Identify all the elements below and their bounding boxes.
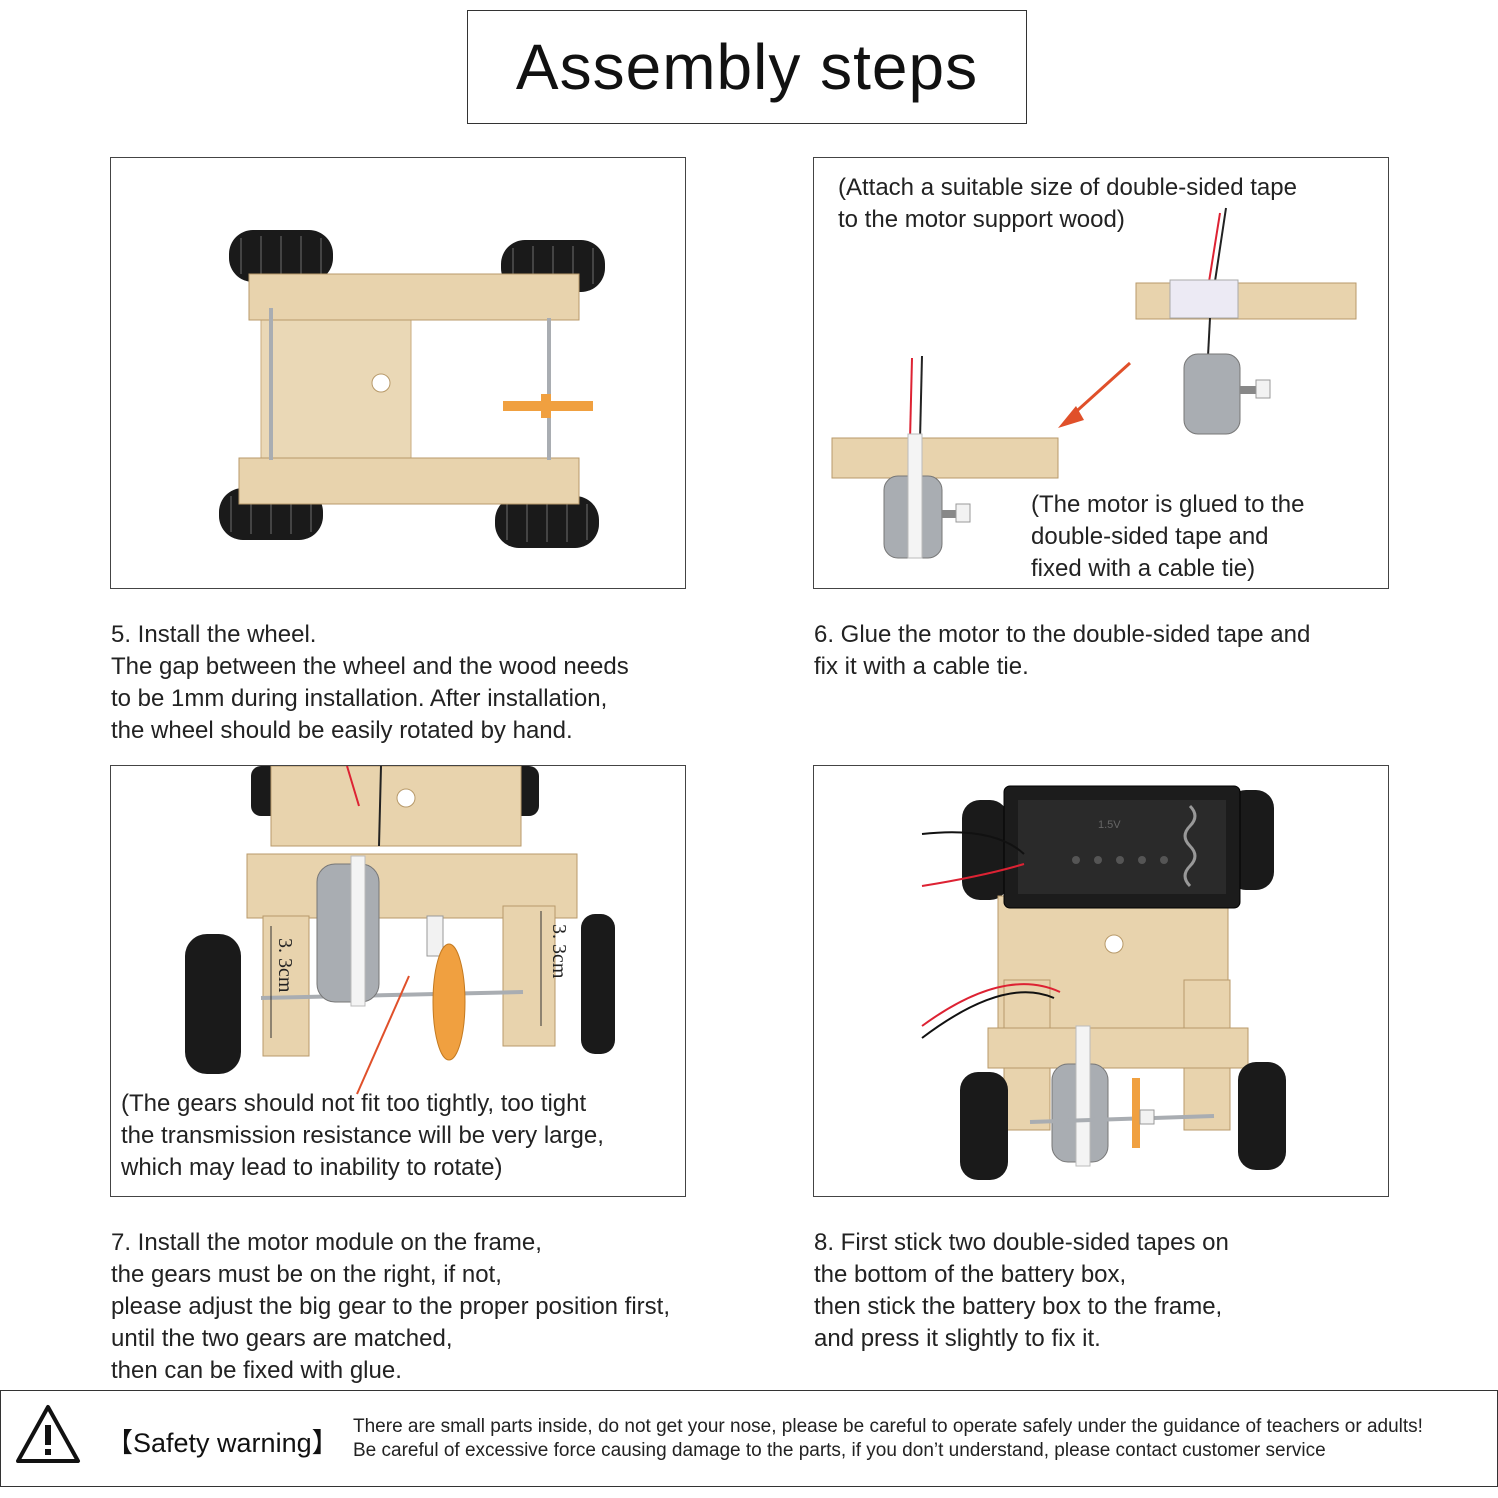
step8-image: 1.5V [813,765,1389,1197]
step6-image: (Attach a suitable size of double-sided … [813,157,1389,589]
motor-glue-note: (The motor is glued to the double-sided … [1031,491,1305,582]
step6-text: 6. Glue the motor to the double-sided ta… [814,621,1311,680]
gear-fit-note: (The gears should not fit too tightly, t… [121,1090,604,1181]
tape-note: (Attach a suitable size of double-sided … [838,174,1297,233]
safety-warning-label: 【Safety warning】 [106,1428,339,1458]
measure-left-label: 3. 3cm [274,938,296,993]
safety-warning-box: 【Safety warning】 There are small parts i… [0,1390,1498,1487]
step7-text: 7. Install the motor module on the frame… [111,1229,671,1384]
measure-right-label: 3. 3cm [548,924,570,979]
battery-box-illustration: 1.5V [921,785,1286,1180]
step5-image [110,157,686,589]
safety-warning-line2: Be careful of excessive force causing da… [353,1440,1326,1461]
step5-text: 5. Install the wheel. The gap between th… [111,621,629,744]
motor-tape-illustration [831,207,1357,559]
chassis-illustration [219,230,605,548]
safety-warning-text: There are small parts inside, do not get… [353,1415,1423,1463]
battery-label: 1.5V [1098,819,1121,831]
step7-image: 3. 3cm 3. 3cm (The gears should not fit … [110,765,686,1197]
warning-triangle-icon [16,1405,80,1463]
motor-module-illustration: 3. 3cm 3. 3cm [185,766,615,1095]
step8-text: 8. First stick two double-sided tapes on… [814,1229,1229,1352]
page-title: Assembly steps [515,31,979,103]
safety-warning-line1: There are small parts inside, do not get… [353,1416,1423,1437]
title-box: Assembly steps [467,10,1027,124]
